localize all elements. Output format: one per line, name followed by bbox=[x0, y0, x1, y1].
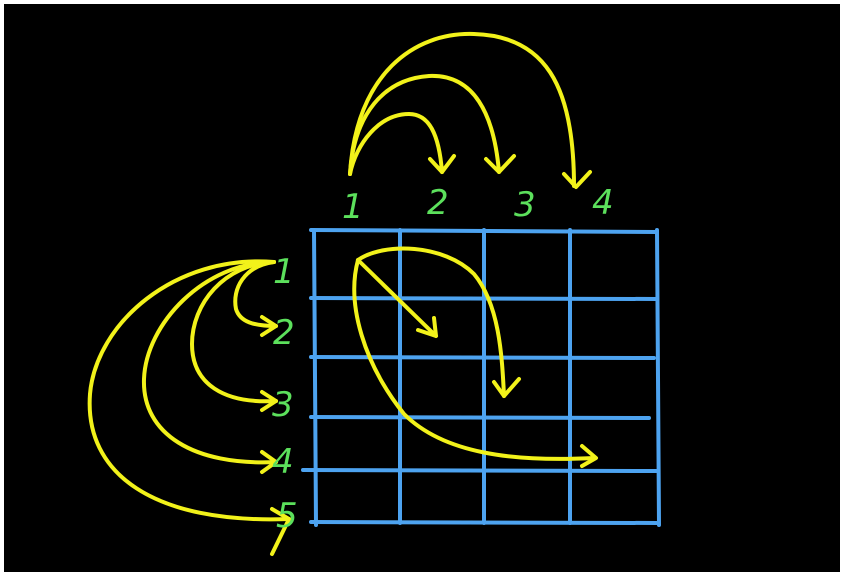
top-arrows bbox=[348, 31, 592, 189]
arrow-left-1-to-2 bbox=[233, 260, 278, 328]
arrow-grid-long bbox=[352, 258, 596, 461]
left-arrows bbox=[87, 259, 291, 556]
grid-line-v5 bbox=[655, 228, 661, 527]
arrow-head-grid-diagonal bbox=[416, 316, 438, 338]
arrow-left-1-to-5 bbox=[87, 259, 291, 522]
arrow-top-1-to-4 bbox=[348, 31, 576, 188]
row-label-3: 3 bbox=[272, 385, 294, 425]
column-label-4: 4 bbox=[592, 183, 614, 223]
grid-line-h5 bbox=[301, 468, 659, 473]
arrow-left-1-to-4 bbox=[141, 260, 278, 465]
column-label-2: 2 bbox=[427, 183, 449, 223]
arrow-head-grid-cell-3 bbox=[492, 377, 521, 398]
arrow-head-left-2 bbox=[260, 315, 278, 337]
arrow-grid-diagonal bbox=[356, 258, 438, 338]
grid-line-v1 bbox=[312, 228, 318, 527]
column-label-3: 3 bbox=[514, 185, 536, 225]
row-labels: 1 2 3 4 5 bbox=[272, 252, 298, 536]
arrow-top-1-to-3 bbox=[348, 73, 501, 176]
arrow-head-left-3 bbox=[260, 390, 278, 412]
arrow-head-top-4 bbox=[562, 170, 592, 189]
arrow-top-1-to-2 bbox=[348, 112, 444, 176]
row-label-1: 1 bbox=[273, 252, 295, 292]
row-label-2: 2 bbox=[273, 313, 295, 353]
arrow-head-left-5 bbox=[270, 507, 291, 556]
grid-line-h4 bbox=[309, 415, 651, 420]
arrow-head-top-2 bbox=[428, 154, 456, 174]
arrow-head-grid-long bbox=[580, 444, 598, 468]
diagram-svg: 1 2 3 4 1 2 3 4 5 bbox=[87, 31, 661, 556]
row-label-5: 5 bbox=[276, 496, 298, 536]
arrow-head-left-4 bbox=[260, 450, 278, 474]
grid-arrows bbox=[352, 246, 598, 468]
column-labels: 1 2 3 4 bbox=[342, 183, 614, 227]
arrow-grid-to-cell-3 bbox=[356, 246, 506, 398]
drawing-canvas: 1 2 3 4 1 2 3 4 5 bbox=[4, 4, 840, 572]
row-label-4: 4 bbox=[272, 442, 294, 482]
column-label-1: 1 bbox=[342, 187, 364, 227]
arrow-left-1-to-3 bbox=[190, 260, 278, 404]
arrow-head-top-3 bbox=[484, 154, 516, 174]
